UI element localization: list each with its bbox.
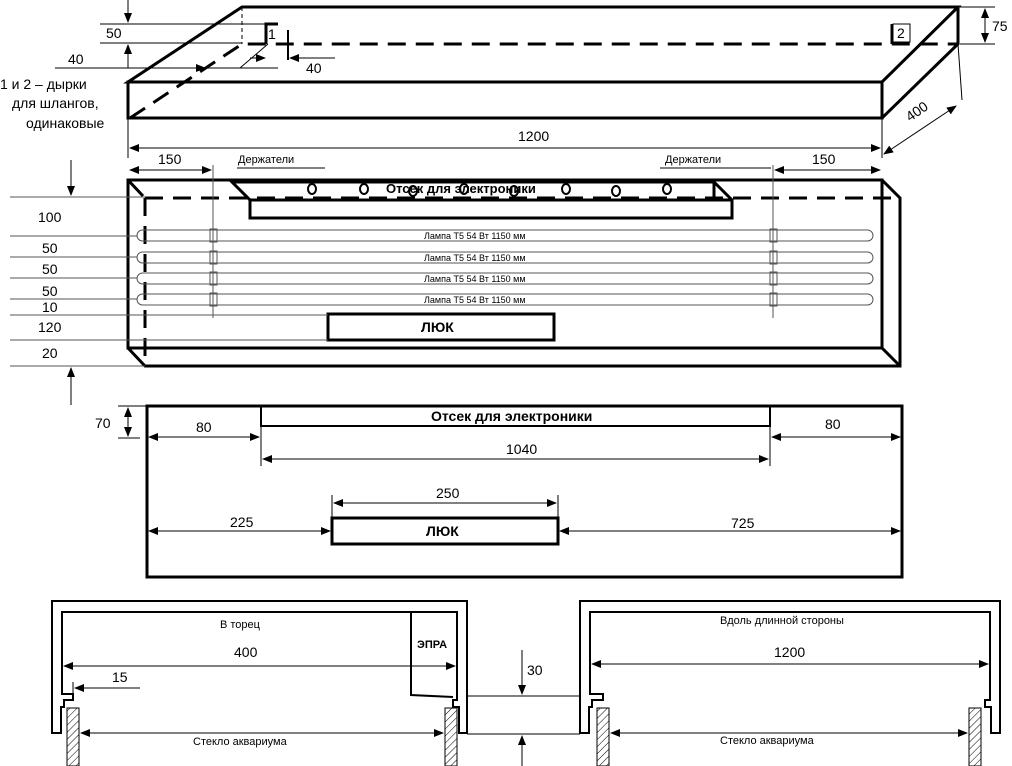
hole-icon bbox=[307, 183, 317, 195]
hose-holes bbox=[307, 183, 672, 197]
holder-clip bbox=[769, 292, 778, 307]
electronics-compartment-plan bbox=[260, 405, 771, 427]
hole-icon bbox=[408, 185, 418, 197]
dim-1200: 1200 bbox=[518, 128, 549, 144]
edge bbox=[126, 178, 145, 198]
lamp-label: Лампа Т5 54 Вт 1150 мм bbox=[424, 231, 526, 241]
hole-icon bbox=[561, 183, 571, 195]
dim-40-right: 40 bbox=[306, 60, 322, 76]
vertical-dimensions: 100 50 50 50 10 120 20 bbox=[10, 160, 328, 405]
glass-wall bbox=[444, 707, 458, 766]
hidden-edge bbox=[129, 42, 958, 120]
hole-icon bbox=[662, 183, 672, 195]
holders-left-label: Держатели bbox=[238, 154, 294, 166]
glass-label: Стекло аквариума bbox=[720, 735, 815, 747]
hatch-label-plan: ЛЮК bbox=[426, 523, 459, 539]
plan-box bbox=[145, 404, 904, 579]
dim-225: 225 bbox=[230, 514, 254, 530]
section-long-view: Вдоль длинной стороны 1200 Стекло аквари… bbox=[579, 600, 1001, 766]
hole-2-label: 2 bbox=[897, 25, 905, 41]
lid-profile bbox=[579, 600, 1001, 734]
dim-120: 120 bbox=[38, 319, 62, 335]
glass-wall bbox=[66, 707, 80, 766]
hole-icon bbox=[459, 183, 469, 195]
ballast-box bbox=[410, 612, 454, 698]
dim-725: 725 bbox=[731, 515, 755, 531]
dim-10: 10 bbox=[42, 299, 58, 315]
glass-wall bbox=[968, 707, 982, 766]
holder-clip bbox=[209, 250, 218, 265]
glass-label: Стекло аквариума bbox=[193, 736, 288, 748]
hatch-label: ЛЮК bbox=[421, 319, 454, 335]
dim-400-line bbox=[883, 105, 957, 155]
hatch-plan bbox=[330, 516, 560, 546]
dim-80-left: 80 bbox=[196, 419, 212, 435]
hole-2-box bbox=[892, 23, 911, 43]
holder-clip bbox=[209, 292, 218, 307]
dim-100: 100 bbox=[38, 209, 62, 225]
dim-75: 75 bbox=[992, 18, 1008, 34]
note-line: одинаковые bbox=[26, 115, 105, 131]
lamp-holders bbox=[209, 165, 778, 318]
dim-1040: 1040 bbox=[506, 441, 537, 457]
dim-50: 50 bbox=[106, 25, 122, 41]
electronics-compartment bbox=[228, 180, 734, 220]
isometric-view: 1 2 50 40 40 75 1 и 2 – дырки для шланго… bbox=[0, 0, 1008, 158]
glass-wall bbox=[596, 707, 610, 766]
ext-line bbox=[957, 43, 963, 101]
lamp-label: Лампа Т5 54 Вт 1150 мм bbox=[424, 295, 526, 305]
holder-clip bbox=[209, 228, 218, 243]
dim-50: 50 bbox=[42, 240, 58, 256]
hole-icon bbox=[611, 185, 621, 197]
dim-150-right: 150 bbox=[812, 151, 836, 167]
dim-30: 30 bbox=[527, 662, 543, 678]
holders-right-label: Держатели bbox=[665, 154, 721, 166]
dim-70: 70 bbox=[95, 415, 111, 431]
note-line: 1 и 2 – дырки bbox=[0, 76, 87, 92]
holder-clip bbox=[769, 271, 778, 286]
lid-profile bbox=[51, 600, 468, 734]
lid-front-face bbox=[126, 80, 884, 120]
holder-clip bbox=[209, 271, 218, 286]
dim-15: 15 bbox=[112, 669, 128, 685]
dim-20: 20 bbox=[42, 345, 58, 361]
dim-1200: 1200 bbox=[774, 644, 805, 660]
hole-icon bbox=[359, 183, 369, 195]
dim-150-left: 150 bbox=[158, 151, 182, 167]
ballast-label: ЭПРА bbox=[417, 639, 447, 651]
electronics-label-plan: Отсек для электроники bbox=[431, 408, 592, 424]
hole-icon bbox=[509, 185, 519, 197]
dim-400: 400 bbox=[234, 644, 258, 660]
dim-40-left: 40 bbox=[68, 51, 84, 67]
holder-clip bbox=[769, 228, 778, 243]
dim-80-right: 80 bbox=[825, 416, 841, 432]
hole-1-label: 1 bbox=[268, 26, 276, 42]
lamp-label: Лампа Т5 54 Вт 1150 мм bbox=[424, 274, 526, 284]
dim-250: 250 bbox=[436, 485, 460, 501]
plan-view: Отсек для электроники 70 80 80 1040 250 … bbox=[95, 404, 904, 579]
front-box-depth bbox=[126, 178, 902, 368]
section-end-view: ЭПРА В торец 400 15 Стекло аквариума 30 bbox=[51, 600, 580, 766]
section-title: В торец bbox=[220, 619, 261, 631]
ext-line bbox=[239, 43, 269, 69]
hatch-front bbox=[326, 312, 556, 342]
section-title: Вдоль длинной стороны bbox=[720, 615, 844, 627]
dim-50: 50 bbox=[42, 283, 58, 299]
dim-400: 400 bbox=[903, 98, 931, 125]
holder-clip bbox=[769, 250, 778, 265]
note-line: для шлангов, bbox=[12, 95, 99, 111]
electronics-label: Отсек для электроники bbox=[386, 181, 536, 196]
front-view: 150 Держатели Держатели 150 Отсек для эл… bbox=[10, 151, 902, 405]
front-box bbox=[126, 178, 884, 350]
lamp-label: Лампа Т5 54 Вт 1150 мм bbox=[424, 253, 526, 263]
lamps: Лампа Т5 54 Вт 1150 мм Лампа Т5 54 Вт 11… bbox=[136, 229, 874, 306]
dim-50: 50 bbox=[42, 261, 58, 277]
